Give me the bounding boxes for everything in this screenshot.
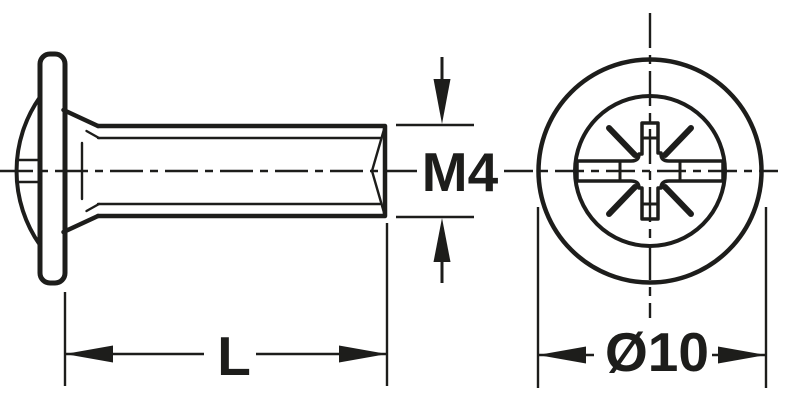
center-lines bbox=[0, 13, 778, 318]
pozidriv-wing-lower-right bbox=[662, 184, 694, 217]
length-dimension-l: L bbox=[63, 223, 389, 387]
thread-runout-bottom bbox=[85, 202, 101, 213]
length-dimension-label: L bbox=[217, 325, 251, 387]
head-diameter-dimension: Ø10 bbox=[536, 207, 768, 388]
l-arrowhead-left-icon bbox=[65, 345, 113, 363]
diameter-arrowhead-left-icon bbox=[538, 346, 586, 364]
head-diameter-dimension-label: Ø10 bbox=[605, 321, 709, 383]
screw-head-disc bbox=[37, 51, 68, 286]
pozidriv-wing-lower-left bbox=[606, 184, 638, 217]
pozidriv-wing-upper-right bbox=[662, 125, 694, 158]
diameter-arrowhead-right-icon bbox=[718, 346, 766, 364]
neck-cone-top bbox=[61, 107, 101, 129]
m4-arrowhead-down-icon bbox=[433, 79, 451, 124]
thread-dimension-m4: M4 bbox=[396, 57, 499, 283]
pozidriv-wing-upper-left bbox=[606, 125, 638, 158]
side-view-screw bbox=[14, 51, 388, 286]
l-arrowhead-right-icon bbox=[339, 345, 387, 363]
neck-cone-bottom bbox=[61, 213, 101, 235]
thread-runout-top bbox=[85, 129, 101, 140]
thread-dimension-label: M4 bbox=[422, 141, 499, 203]
m4-arrowhead-up-icon bbox=[433, 218, 451, 262]
